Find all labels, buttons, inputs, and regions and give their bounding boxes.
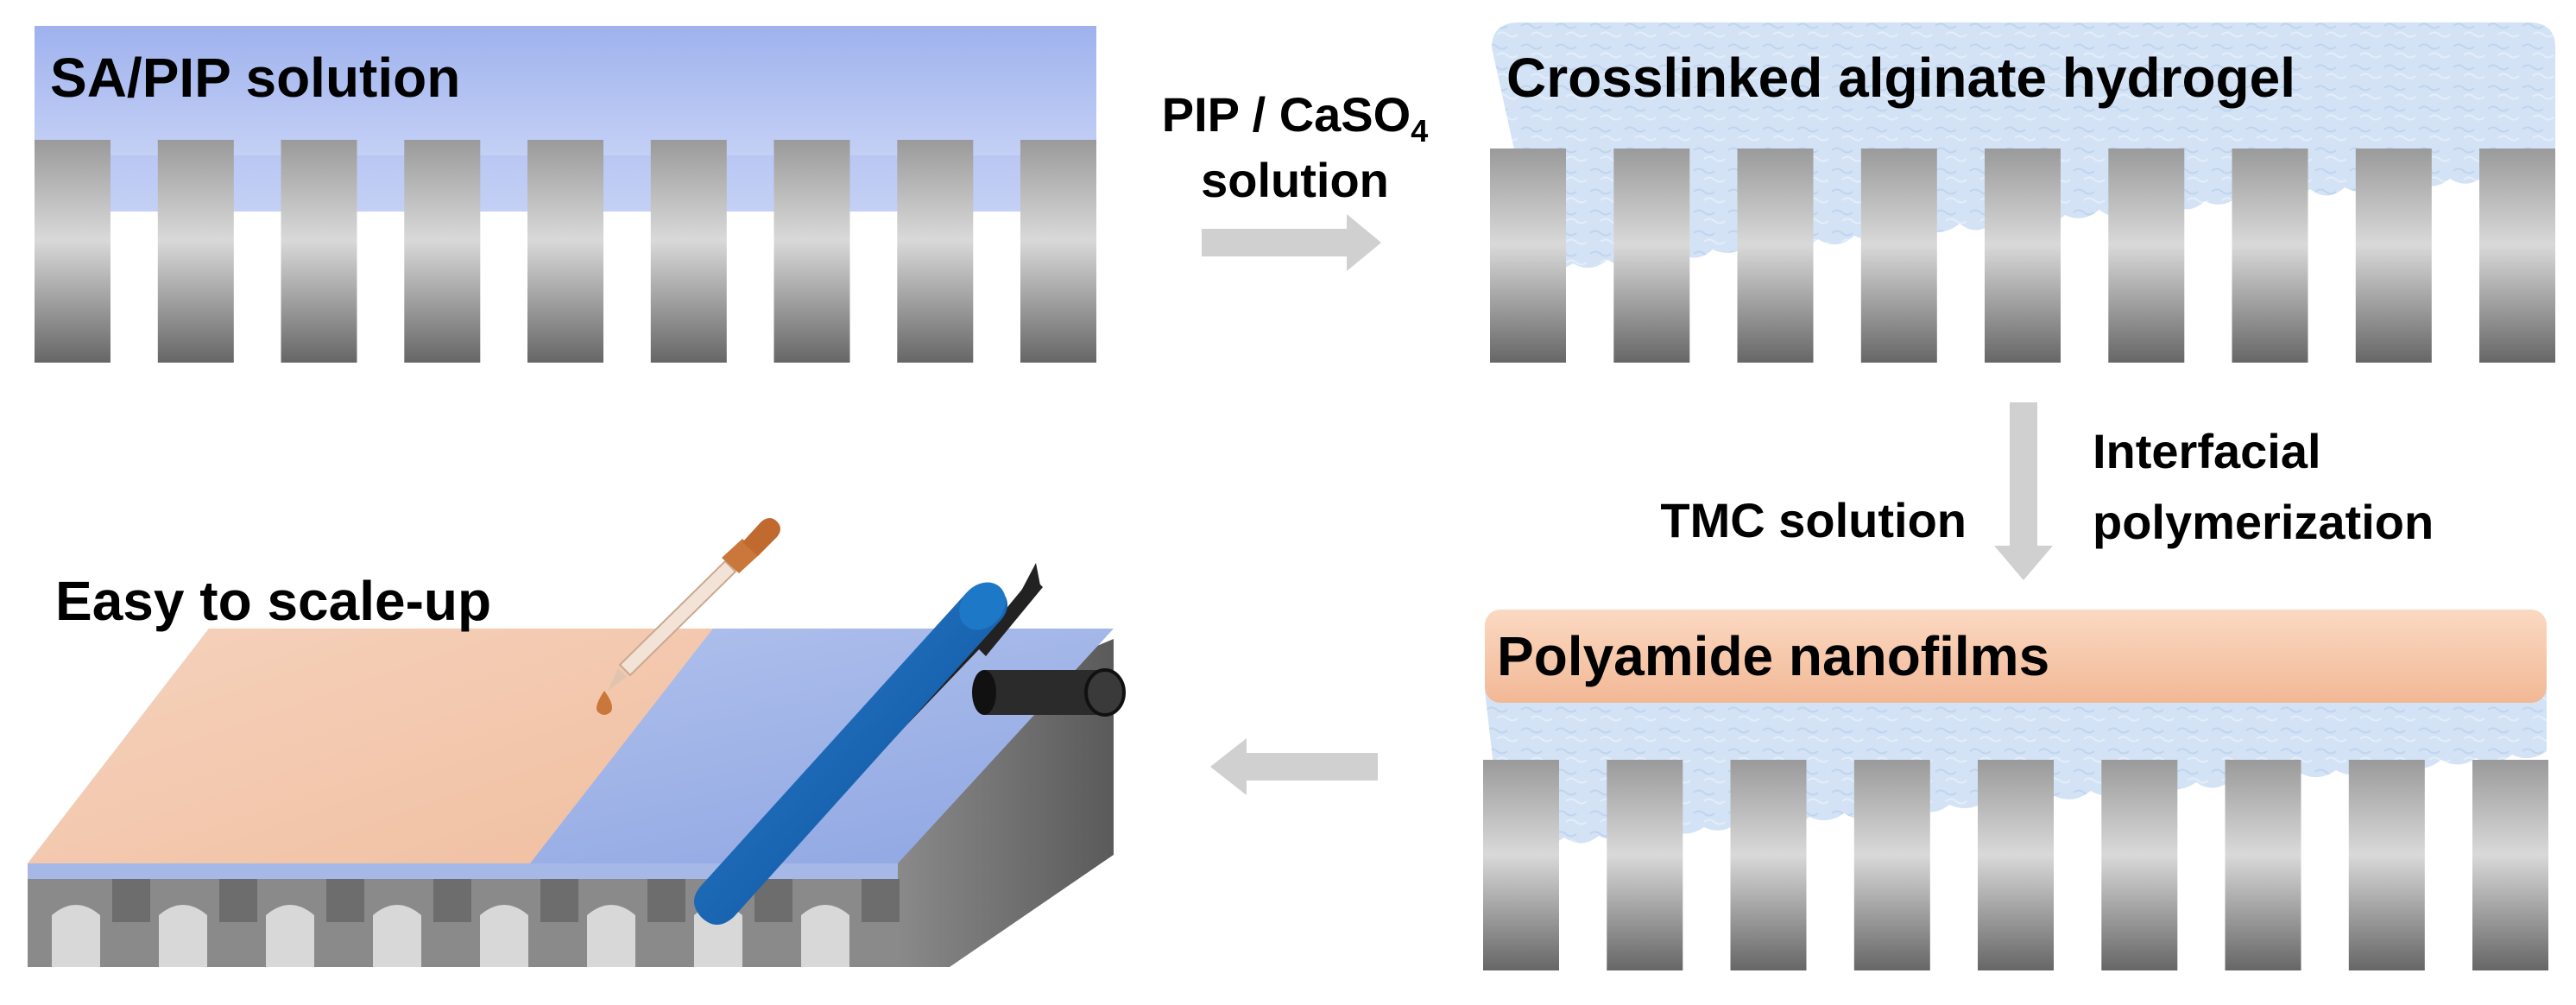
panel-crosslinked: Crosslinked alginate hydrogel — [1490, 22, 2555, 363]
coated-sheet-orange — [28, 629, 713, 863]
crosslinked-label: Crosslinked alginate hydrogel — [1506, 47, 2295, 109]
polyamide-layer — [1485, 610, 2547, 703]
support-pillar — [157, 140, 234, 363]
support-pore — [373, 905, 421, 967]
support-pillar — [1853, 760, 1930, 970]
step-pip-caso4: PIP / CaSO4 solution — [1162, 87, 1428, 271]
support-pillar — [35, 140, 110, 363]
dropper-icon — [597, 518, 780, 715]
secondary-roller — [972, 668, 1126, 717]
support-pore — [801, 905, 849, 967]
coating-roller — [694, 582, 1008, 925]
support-pillar — [773, 140, 850, 363]
support-pillar — [1985, 149, 2061, 363]
support-pillar — [2472, 760, 2548, 970]
support-pillar — [1483, 760, 1559, 970]
tmc-solution-label: TMC solution — [1660, 493, 1967, 547]
support-pillar — [1607, 760, 1683, 970]
support-pillar — [1860, 149, 1937, 363]
sa-pip-label: SA/PIP solution — [50, 47, 460, 109]
support-pillar — [2348, 760, 2425, 970]
pip-caso4-label: PIP / CaSO4 — [1162, 87, 1428, 149]
polymerization-label: polymerization — [2093, 495, 2434, 549]
support-pillar — [404, 140, 481, 363]
support-pillar — [650, 140, 727, 363]
panel-scale-up: Easy to scale-up — [28, 518, 1126, 967]
support-pillar — [862, 879, 900, 922]
support-pillar — [897, 140, 974, 363]
support-pore — [480, 905, 528, 967]
panel-sa-pip: SA/PIP solution — [35, 26, 1096, 363]
support-pillar — [527, 140, 603, 363]
step-tmc: TMC solution Interfacial polymerization — [1660, 402, 2434, 580]
support-pillar — [1020, 140, 1096, 363]
support-pore — [587, 905, 635, 967]
interfacial-label: Interfacial — [2093, 424, 2321, 478]
pip-solution-top — [35, 26, 1096, 155]
support-front-pores — [52, 879, 900, 967]
down-arrow-icon — [1994, 402, 2053, 580]
support-pillar — [2225, 760, 2301, 970]
caso4-subscript: 4 — [1411, 113, 1428, 149]
support-pillar — [540, 879, 578, 922]
roller-frame-bar — [975, 577, 1043, 656]
support-pore — [266, 905, 314, 967]
membrane-support-pores — [35, 140, 1096, 363]
support-pillar — [433, 879, 471, 922]
left-arrow-icon — [1210, 738, 1378, 795]
scale-up-label: Easy to scale-up — [55, 570, 491, 632]
support-pillar — [1730, 760, 1807, 970]
support-pillar — [2101, 760, 2178, 970]
support-pillar — [1978, 760, 2054, 970]
polyamide-label: Polyamide nanofilms — [1497, 625, 2049, 687]
support-pillar — [2232, 149, 2308, 363]
support-pillar — [112, 879, 150, 922]
membrane-support-pores — [1490, 149, 2555, 363]
support-pillar — [326, 879, 364, 922]
membrane-support-pores — [1483, 760, 2548, 970]
support-pillar — [2355, 149, 2432, 363]
right-arrow-icon — [1202, 214, 1381, 271]
panel-polyamide: Polyamide nanofilms — [1483, 610, 2548, 970]
support-pillar — [1490, 149, 1566, 363]
support-pillar — [219, 879, 257, 922]
support-pore — [52, 905, 100, 967]
sheet-edge — [28, 863, 898, 879]
support-pillar — [281, 140, 357, 363]
pip-caso4-prefix: PIP / CaSO — [1162, 87, 1411, 142]
support-pillar — [2479, 149, 2555, 363]
support-pore — [159, 905, 207, 967]
support-pillar — [1613, 149, 1690, 363]
support-pillar — [1737, 149, 1814, 363]
drop-icon — [597, 691, 612, 715]
support-pillar — [647, 879, 685, 922]
support-pillar — [2108, 149, 2185, 363]
pip-solution-word: solution — [1201, 153, 1389, 207]
